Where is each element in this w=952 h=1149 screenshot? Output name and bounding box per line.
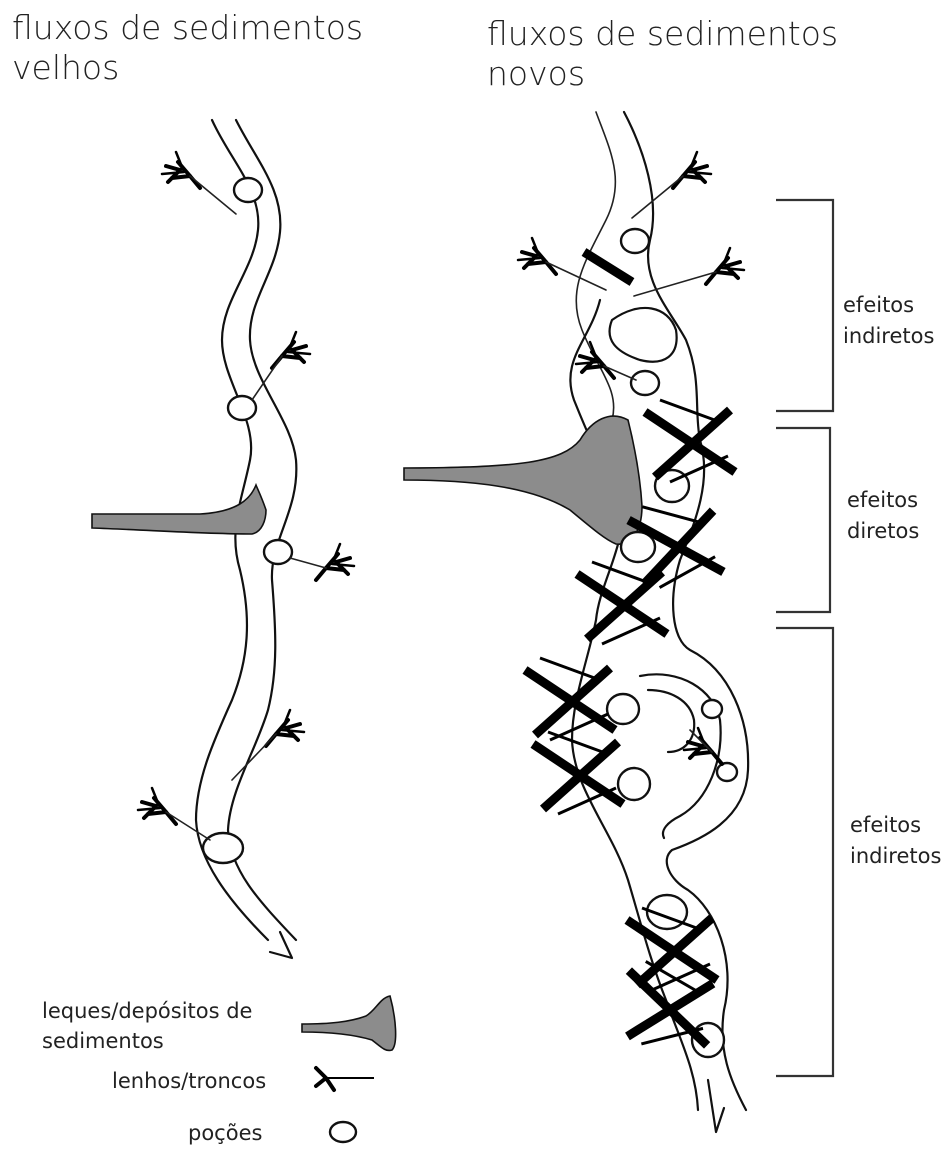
bracket-label-line: efeitos (843, 290, 934, 321)
bracket-label-line: efeitos (850, 810, 941, 841)
bracket-label-line: efeitos (847, 485, 919, 516)
new-stream (404, 112, 748, 1132)
legend-symbols (302, 996, 396, 1142)
legend-fan-line2: sedimentos (42, 1026, 252, 1056)
bracket-label-indirect-bottom: efeitos indiretos (850, 810, 941, 872)
legend-wood-label: lenhos/troncos (112, 1066, 266, 1096)
bracket-label-line: indiretos (843, 321, 934, 352)
legend-fan-label: leques/depósitos de sedimentos (42, 996, 252, 1056)
bracket-label-indirect-top: efeitos indiretos (843, 290, 934, 352)
brackets (776, 200, 833, 1076)
legend-wood-symbol (316, 1068, 374, 1090)
bracket-label-line: diretos (847, 516, 919, 547)
old-stream (92, 120, 354, 958)
bracket-label-line: indiretos (850, 841, 941, 872)
legend-pool-symbol (330, 1122, 356, 1142)
bracket-label-direct: efeitos diretos (847, 485, 919, 547)
legend-fan-symbol (302, 996, 396, 1051)
legend-fan-line1: leques/depósitos de (42, 996, 252, 1026)
legend-pool-label: poções (188, 1118, 262, 1148)
